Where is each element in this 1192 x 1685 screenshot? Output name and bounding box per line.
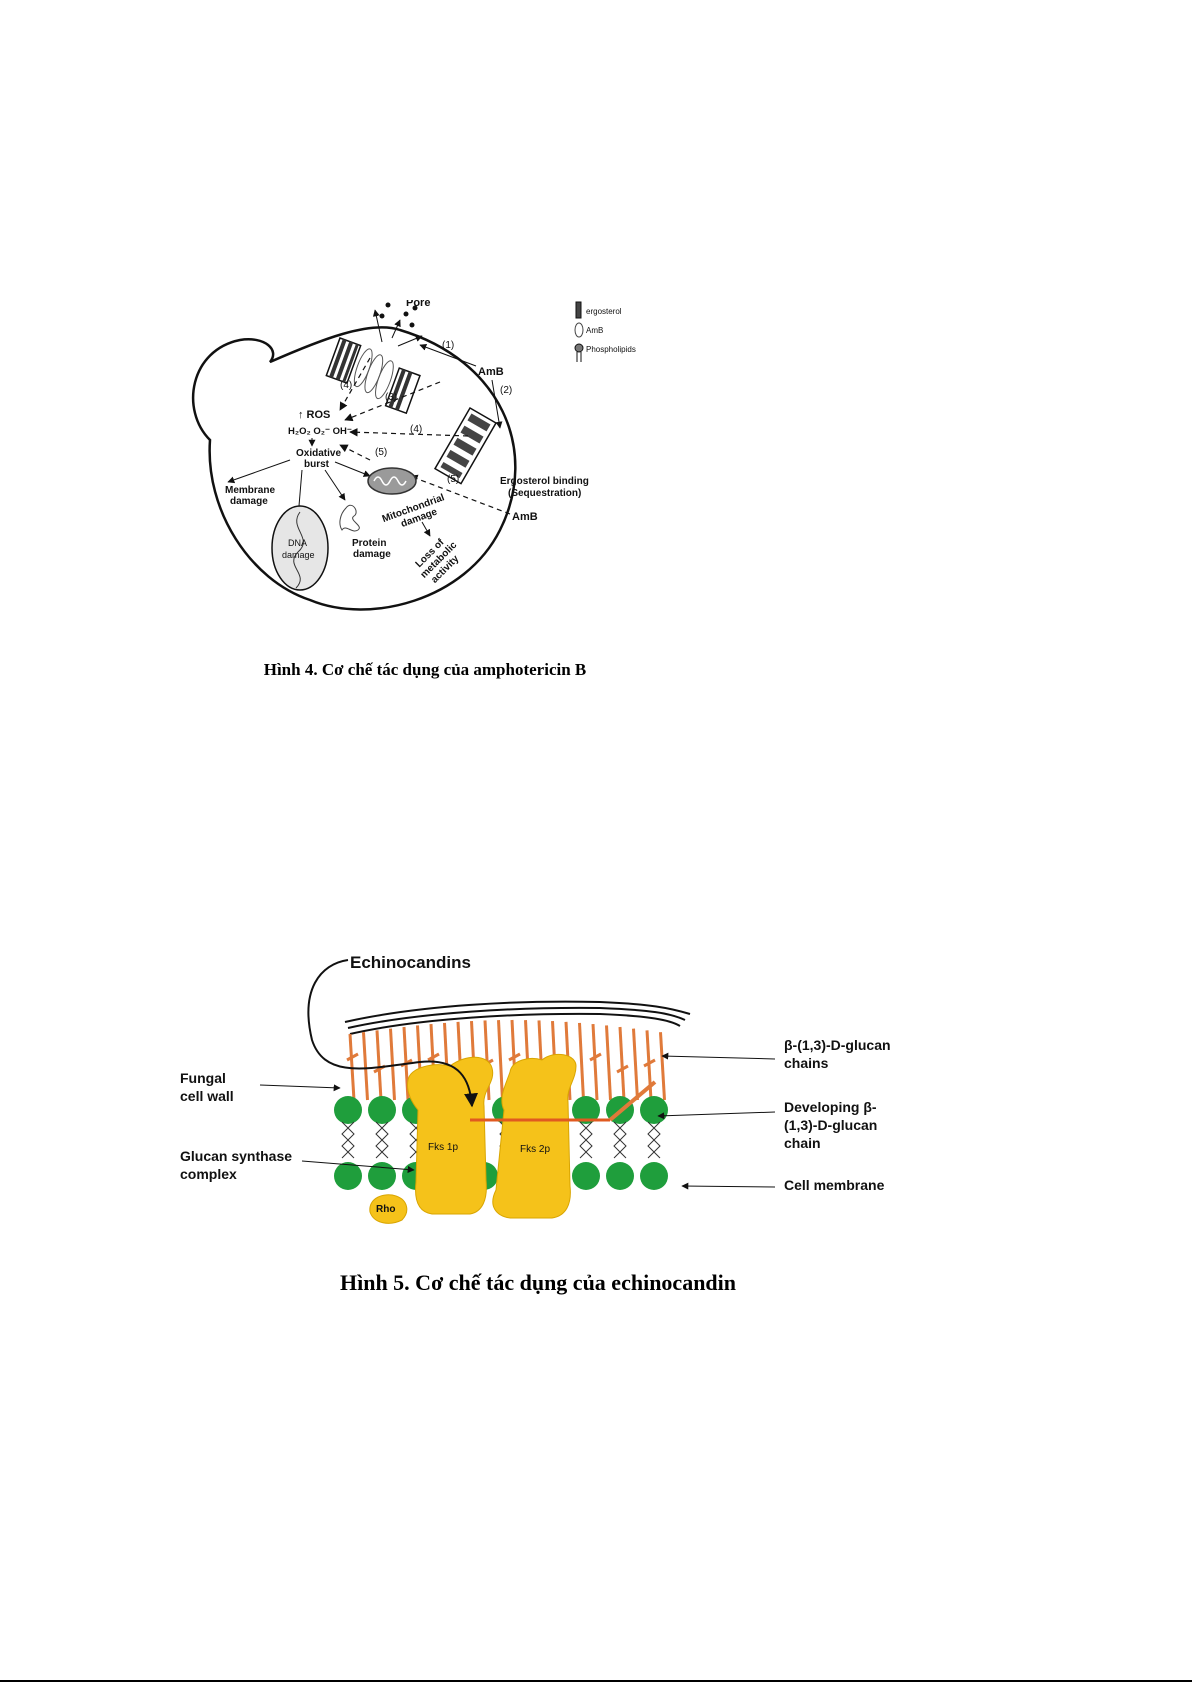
- glucan-branch: [616, 1064, 629, 1074]
- legend-ergosterol: ergosterol: [586, 307, 622, 316]
- lipid-tail: [579, 1121, 593, 1159]
- lipid-tails: [341, 1121, 661, 1159]
- dna-label: DNA: [288, 538, 307, 548]
- glucan-strand: [632, 1028, 639, 1101]
- lipid-tail: [613, 1121, 627, 1159]
- developing-glucan-label: (1,3)-D-glucan: [784, 1117, 877, 1133]
- amb-bottom-label: AmB: [512, 511, 538, 523]
- pore-complex: [325, 337, 421, 415]
- step-2-label: (2): [500, 385, 512, 396]
- lipid-tail: [341, 1121, 355, 1159]
- oxidative-label: Oxidative: [296, 448, 341, 459]
- glucan-chains-label: β-(1,3)-D-glucan: [784, 1037, 891, 1053]
- pore-label: Pore: [406, 300, 430, 309]
- lipid-head: [640, 1162, 668, 1190]
- protein-icon: [339, 504, 360, 532]
- dna-strand: [293, 511, 304, 589]
- ergosterol-binding-label: Ergosterol binding: [500, 476, 589, 487]
- echinocandins-label: Echinocandins: [350, 953, 471, 972]
- lipid-head: [606, 1162, 634, 1190]
- fks1p-protein: [407, 1056, 494, 1215]
- step-5b-label: (5): [447, 474, 459, 485]
- membrane-label: Membrane: [225, 485, 275, 496]
- cell-wall-label: cell wall: [180, 1088, 234, 1104]
- glucan-strand: [362, 1032, 369, 1101]
- glucan-strand: [497, 1020, 504, 1101]
- step-4b-label: (4): [410, 424, 422, 435]
- protein-label: Protein: [352, 538, 386, 549]
- echinocandin-diagram: Fks 1p Fks 2p Rho Echinocandins Fungal c…: [180, 953, 891, 1224]
- amphotericin-b-diagram: Pore AmB (1) (2) Ergosterol binding (Seq…: [191, 300, 636, 611]
- chain-label: chain: [784, 1135, 821, 1151]
- ergosterol-binding-complex: [433, 406, 498, 485]
- glucan-synthase-label: Glucan synthase: [180, 1148, 292, 1164]
- glucan-branch: [589, 1052, 602, 1062]
- page-bottom-rule: [0, 1680, 1192, 1682]
- legend-phospholipids: Phospholipids: [586, 345, 636, 354]
- legend-amb: AmB: [586, 326, 603, 335]
- sequestration-label: (Sequestration): [508, 488, 581, 499]
- amb-top-label: AmB: [478, 366, 504, 378]
- chains-label: chains: [784, 1055, 829, 1071]
- complex-label: complex: [180, 1166, 237, 1182]
- glucan-strand: [659, 1032, 666, 1101]
- nucleus: [271, 505, 329, 591]
- glucan-branch: [427, 1052, 440, 1062]
- burst-label: burst: [304, 459, 330, 470]
- figure-4-caption: Hình 4. Cơ chế tác dụng của amphotericin…: [263, 660, 587, 679]
- lipid-head: [334, 1096, 362, 1124]
- fks1p-label: Fks 1p: [428, 1142, 458, 1153]
- step-5a-label: (5): [375, 447, 387, 458]
- fks2p-protein: [492, 1053, 577, 1219]
- lipid-head: [368, 1096, 396, 1124]
- glucan-strand: [591, 1024, 599, 1101]
- glucan-strand: [348, 1033, 356, 1101]
- rho-protein: [369, 1194, 408, 1224]
- membrane-damage-label: damage: [230, 496, 268, 507]
- fks2p-label: Fks 2p: [520, 1144, 550, 1155]
- glucan-strand: [375, 1030, 383, 1101]
- pore-ions: [379, 302, 418, 328]
- lipid-head: [334, 1162, 362, 1190]
- dna-damage-label: damage: [282, 550, 315, 560]
- lipid-head: [572, 1096, 600, 1124]
- figure-5-caption: Hình 5. Cơ chế tác dụng của echinocandin: [339, 1270, 737, 1295]
- glucan-strand: [578, 1022, 585, 1101]
- fungal-label: Fungal: [180, 1070, 226, 1086]
- glucan-branch: [508, 1052, 521, 1062]
- echinocandins-arrow: [307, 959, 479, 1108]
- glucan-strand: [618, 1026, 626, 1101]
- glucan-strand: [605, 1025, 612, 1101]
- ros-species-label: H₂O₂ O₂⁻ OH⁻: [288, 426, 352, 437]
- cell-membrane-label: Cell membrane: [784, 1177, 885, 1193]
- lipid-tail: [409, 1121, 423, 1159]
- lipid-head: [368, 1162, 396, 1190]
- rho-label: Rho: [376, 1204, 395, 1215]
- glucan-branch: [643, 1058, 656, 1068]
- lipid-tail: [647, 1121, 661, 1159]
- lipid-head: [572, 1162, 600, 1190]
- mitochondrion-icon: [367, 467, 417, 495]
- glucan-branch: [346, 1052, 359, 1062]
- legend: ergosterol AmB Phospholipids: [574, 301, 636, 362]
- glucan-strand: [389, 1028, 396, 1101]
- step-3-label: (3): [385, 392, 397, 403]
- step-1-label: (1): [442, 340, 454, 351]
- protein-damage-label: damage: [353, 549, 391, 560]
- cell-outline: [191, 326, 517, 611]
- developing-label: Developing β-: [784, 1099, 877, 1115]
- cell-wall-outer-layers: [344, 1000, 691, 1035]
- lipid-head: [640, 1096, 668, 1124]
- lipid-tail: [375, 1121, 389, 1159]
- step-4a-label: (4): [340, 380, 352, 391]
- ros-label: ↑ ROS: [298, 409, 330, 421]
